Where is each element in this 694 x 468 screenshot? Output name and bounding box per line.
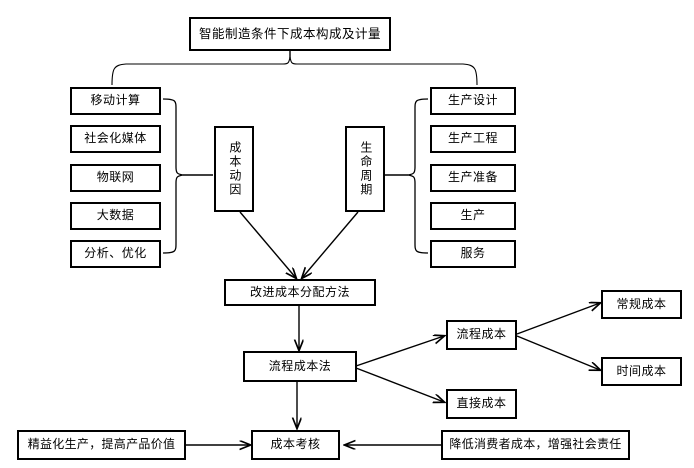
edge-life-cycle-to-improve xyxy=(302,211,359,278)
node-production-design: 生产设计 xyxy=(430,87,516,115)
node-process-cost: 流程成本 xyxy=(446,320,517,350)
edge-process-method-to-direct-cost xyxy=(355,367,444,402)
node-iot: 物联网 xyxy=(70,164,161,192)
node-lean-production: 精益化生产，提高产品价值 xyxy=(17,430,186,460)
node-title: 智能制造条件下成本构成及计量 xyxy=(189,17,391,51)
node-improve-cost-allocation: 改进成本分配方法 xyxy=(224,279,376,306)
node-time-cost: 时间成本 xyxy=(601,357,682,386)
brace-top xyxy=(111,56,478,86)
node-production-preparation: 生产准备 xyxy=(430,164,516,192)
node-reduce-consumer-cost: 降低消费者成本，增强社会责任 xyxy=(441,430,630,460)
node-service: 服务 xyxy=(430,240,516,268)
node-production: 生产 xyxy=(430,202,516,230)
node-cost-driver: 成本动因 xyxy=(214,126,254,212)
node-regular-cost: 常规成本 xyxy=(601,290,682,319)
node-production-engineering: 生产工程 xyxy=(430,125,516,153)
edge-process-method-to-process-cost xyxy=(355,336,444,367)
edge-process-cost-to-regular-cost xyxy=(516,303,600,335)
edge-process-cost-to-time-cost xyxy=(516,335,600,370)
node-analytics-optimization: 分析、优化 xyxy=(70,240,161,268)
node-big-data: 大数据 xyxy=(70,202,161,230)
brace-left xyxy=(162,98,184,254)
edge-cost-driver-to-improve xyxy=(239,211,296,278)
node-process-cost-method: 流程成本法 xyxy=(243,351,357,382)
node-social-media: 社会化媒体 xyxy=(70,125,161,153)
node-life-cycle: 生命周期 xyxy=(345,126,385,212)
node-mobile-computing: 移动计算 xyxy=(70,87,161,115)
node-direct-cost: 直接成本 xyxy=(446,389,517,419)
brace-right xyxy=(407,98,429,254)
node-cost-assessment: 成本考核 xyxy=(251,430,340,460)
